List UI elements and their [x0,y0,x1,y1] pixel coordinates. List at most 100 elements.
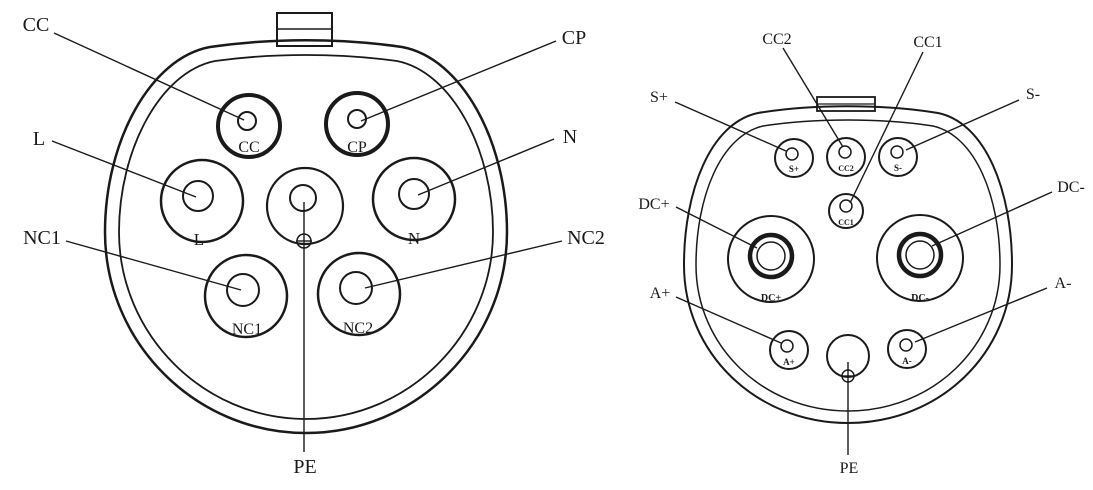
ac-callout-cp-leader [360,40,557,122]
ac-callout-cc: CC [23,14,245,121]
dc-pin-s-minus-label: S- [894,163,902,173]
dc-callout-cc2-leader [782,47,844,148]
dc-pin-dc-minus-contact [905,240,935,270]
ac-pin-nc2-ring [316,251,402,337]
dc-callout-dc-minus-label: DC- [1057,179,1085,196]
ac-pin-nc1: NC1 [203,253,289,339]
dc-callout-a-minus: A- [914,275,1072,343]
ac-pin-n: N [371,156,457,248]
dc-callout-cc2: CC2 [762,31,844,148]
dc-pin-dc-minus-label: DC- [911,293,929,304]
ac-pin-pe-ring [265,166,345,246]
ac-pin-l-label: L [194,230,204,249]
ac-callout-cp: CP [360,27,586,122]
dc-callout-cc2-label: CC2 [762,31,791,48]
ac-callout-l: L [33,128,197,198]
ac-pin-pe [265,166,345,249]
dc-pin-dc-minus: DC- [876,214,964,304]
dc-callout-dc-plus-label: DC+ [638,196,669,213]
ac-callout-n: N [417,126,577,196]
ac-callout-n-leader [417,138,555,196]
dc-pin-dc-plus-barrel [747,232,795,280]
dc-callout-a-plus-label: A+ [650,285,671,302]
ac-callout-nc2-label: NC2 [567,227,605,249]
ac-pin-n-contact [398,178,430,210]
dc-pin-cc2-ring [826,137,866,177]
dc-pin-a-minus-contact [899,338,913,352]
ac-callout-nc2: NC2 [364,227,605,289]
ac-pin-pe-contact [289,184,317,212]
ac-pin-nc1-label: NC1 [232,321,262,338]
dc-pin-a-plus-contact [780,339,794,353]
dc-callout-cc1-label: CC1 [913,34,942,51]
ac-callout-cc-leader [53,32,245,121]
ac-callout-pe: PE [293,202,317,478]
ac-pin-l-ring [159,158,245,244]
dc-pin-cc1-contact [839,199,853,213]
dc-callout-cc1-leader [849,51,924,204]
dc-callout-dc-minus-leader [931,191,1053,247]
ac-callout-l-label: L [33,128,45,150]
dc-pin-s-minus-contact [890,145,904,159]
dc-callout-dc-minus: DC- [931,179,1085,247]
dc-pin-cc1: CC1 [828,193,864,229]
dc-pin-a-plus: A+ [769,330,809,370]
dc-pin-a-plus-label: A+ [783,357,795,367]
dc-callout-a-minus-leader [914,287,1048,343]
dc-callout-a-plus-leader [675,296,782,344]
ac-pin-nc2-label: NC2 [343,320,373,337]
dc-body-outer-outline [682,105,1014,425]
ac-pin-l: L [159,158,245,249]
ac-pin-l-contact [182,180,214,212]
ac-callout-pe-label: PE [293,456,316,478]
dc-pin-cc2-label: CC2 [838,164,854,173]
dc-callout-pe: PE [840,362,859,477]
dc-callout-a-minus-label: A- [1055,275,1072,292]
dc-callout-s-plus-leader [674,101,787,152]
ac-pin-cp-contact [347,109,367,129]
dc-pin-dc-plus-label: DC+ [761,293,781,304]
ac-pin-n-ring [371,156,457,242]
dc-pin-s-plus: S+ [774,138,814,178]
ac-pin-cc: CC [216,93,282,159]
dc-callout-s-plus: S+ [650,89,787,152]
dc-pin-dc-plus-ring [727,215,815,303]
ac-pin-cc-ring [216,93,282,159]
ac-pin-nc2-contact [339,271,373,305]
dc-pin-a-minus-ring [887,329,927,369]
dc-pin-s-plus-ring [774,138,814,178]
ac-callout-nc1-leader [65,240,242,291]
dc-pin-cc1-label: CC1 [838,218,854,227]
ac-pin-nc2: NC2 [316,251,402,337]
ac-body-outer-outline [103,39,509,435]
dc-callout-dc-plus: DC+ [638,196,758,249]
dc-pin-cc1-ring [828,193,864,229]
ac-callout-nc1: NC1 [23,227,242,291]
dc-callout-s-minus-leader [905,99,1020,151]
dc-callout-cc1: CC1 [849,34,943,204]
dc-callout-s-plus-label: S+ [650,89,668,106]
ac-callout-n-label: N [563,126,577,148]
dc-callout-pe-label: PE [840,460,859,477]
ac-pin-cc-label: CC [238,139,259,156]
ac-pin-cp: CP [324,91,390,157]
dc-pin-s-minus: S- [878,137,918,177]
ac-callout-cc-label: CC [23,14,50,36]
ac-pin-cp-ring [324,91,390,157]
ac-pin-cp-label: CP [347,139,367,156]
dc-pin-dc-minus-barrel [896,231,944,279]
dc-pin-a-plus-ring [769,330,809,370]
dc-pin-cc2-contact [838,145,852,159]
dc-callout-s-minus-label: S- [1026,86,1040,103]
dc-pin-s-plus-contact [785,147,799,161]
ac-body-inner-outline [118,54,494,420]
dc-pin-dc-minus-ring [876,214,964,302]
ac-pin-cc-contact [237,111,257,131]
ac-pin-nc1-ring [203,253,289,339]
dc-pin-a-minus-label: A- [902,356,912,366]
ac-pin-nc1-contact [226,273,260,307]
dc-callout-a-plus: A+ [650,285,782,344]
ac-callout-nc1-label: NC1 [23,227,61,249]
